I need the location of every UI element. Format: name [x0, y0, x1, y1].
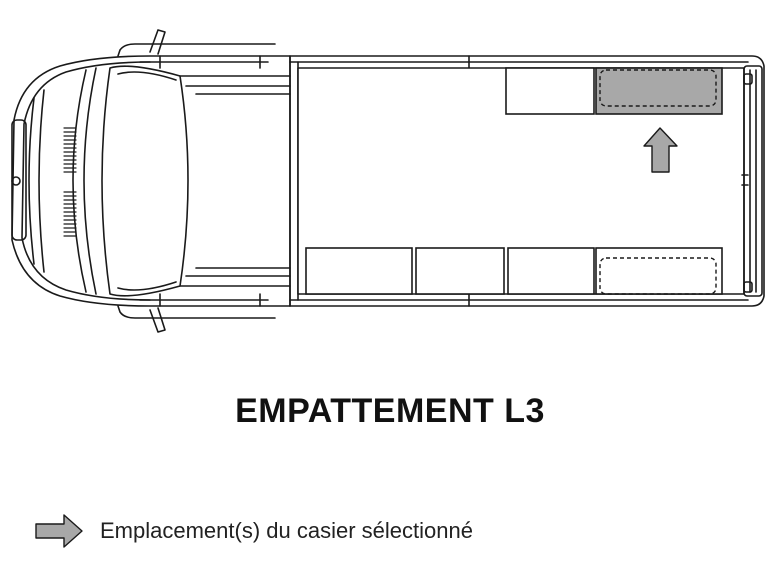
locker-bottom-4 — [595, 247, 723, 295]
legend-label: Emplacement(s) du casier sélectionné — [100, 518, 473, 543]
arrow-right-icon — [35, 514, 83, 548]
legend: Emplacement(s) du casier sélectionné — [34, 513, 473, 549]
diagram-title: EMPATTEMENT L3 — [235, 392, 545, 430]
locker-bottom-3 — [507, 247, 595, 295]
van-cab — [11, 29, 291, 333]
locker-bottom-2 — [415, 247, 505, 295]
van-diagram — [11, 29, 765, 333]
arrow-up-icon — [643, 127, 678, 173]
lockers — [305, 67, 723, 295]
locker-bottom-1 — [305, 247, 413, 295]
locker-top-2-selected — [595, 67, 723, 115]
locker-top-1 — [505, 67, 595, 115]
